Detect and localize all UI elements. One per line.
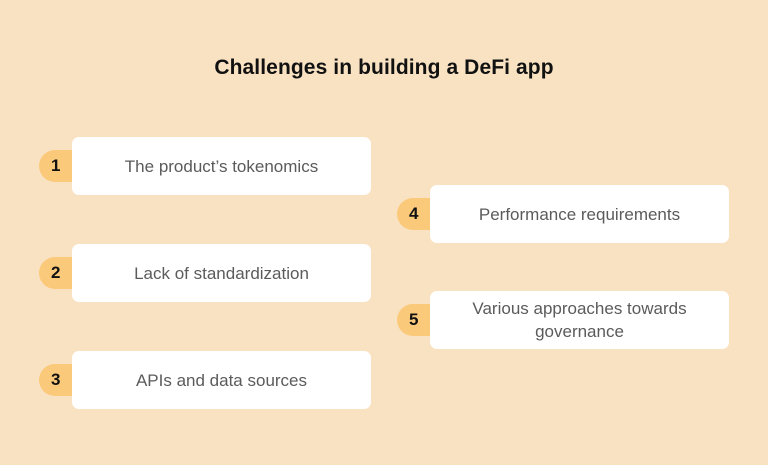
challenge-card: The product’s tokenomics — [72, 137, 371, 195]
challenge-item-4: 4 Performance requirements — [397, 185, 737, 243]
challenge-label: Various approaches towards governance — [472, 299, 687, 341]
challenge-label: APIs and data sources — [135, 370, 308, 390]
diagram-title: Challenges in building a DeFi app — [214, 56, 554, 79]
challenge-card: Various approaches towards governance — [430, 291, 729, 349]
challenge-label: Lack of standardization — [134, 263, 309, 283]
challenge-item-3: 3 APIs and data sources — [39, 351, 379, 409]
challenge-card: APIs and data sources — [72, 351, 371, 409]
challenge-card: Performance requirements — [430, 185, 729, 243]
challenge-item-5: 5 Various approaches towards governance — [397, 291, 737, 349]
challenge-label: The product’s tokenomics — [124, 156, 319, 176]
challenge-item-1: 1 The product’s tokenomics — [39, 137, 379, 195]
challenge-card: Lack of standardization — [72, 244, 371, 302]
challenge-item-2: 2 Lack of standardization — [39, 244, 379, 302]
challenge-label: Performance requirements — [478, 204, 681, 224]
